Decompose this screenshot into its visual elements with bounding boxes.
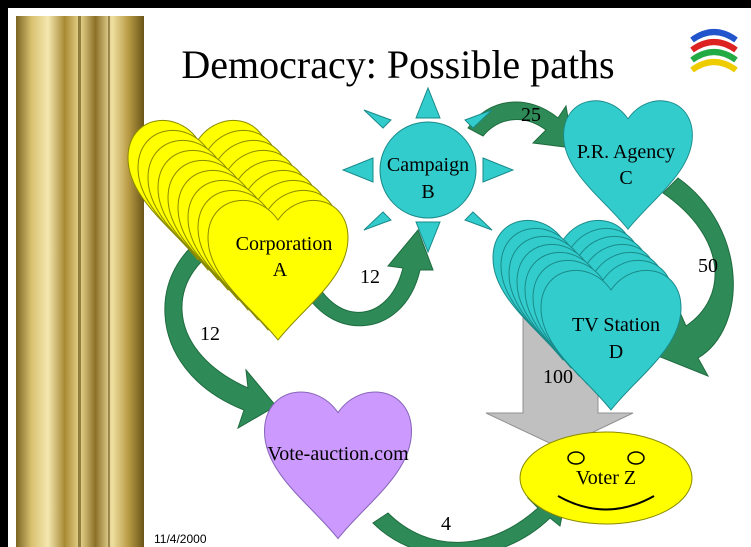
edge-corp-auction-label: 12 bbox=[200, 323, 220, 345]
voter-node bbox=[519, 431, 693, 525]
edge-campaign-pr-label: 25 bbox=[521, 104, 541, 126]
campaign-label: Campaign bbox=[387, 154, 469, 176]
pr-agency-label: P.R. Agency bbox=[577, 141, 675, 163]
arrow-corp-to-campaign bbox=[297, 229, 434, 327]
wto-logo-icon bbox=[690, 29, 738, 73]
edge-tv-voter-label: 100 bbox=[543, 366, 573, 388]
tv-station-letter: D bbox=[609, 341, 623, 363]
campaign-letter: B bbox=[421, 181, 434, 203]
arrow-pr-to-tv bbox=[657, 177, 734, 377]
pr-agency-letter: C bbox=[619, 167, 632, 189]
pr-agency-node bbox=[563, 100, 693, 230]
edge-corp-campaign-label: 12 bbox=[360, 266, 380, 288]
vote-auction-label: Vote-auction.com bbox=[267, 443, 409, 465]
diagram: Democracy: Possible paths Corporation A bbox=[16, 16, 738, 547]
slide: Democracy: Possible paths Corporation A bbox=[8, 8, 751, 547]
arrow-auction-to-voter bbox=[372, 485, 569, 547]
voter-label: Voter Z bbox=[576, 467, 636, 489]
campaign-node bbox=[341, 86, 515, 254]
corporation-node bbox=[127, 119, 349, 341]
arrow-corp-to-auction bbox=[164, 229, 277, 430]
pillar-decoration bbox=[16, 16, 144, 547]
tv-station-label: TV Station bbox=[572, 314, 660, 336]
slide-title: Democracy: Possible paths bbox=[181, 42, 614, 87]
edge-pr-tv-label: 50 bbox=[698, 255, 718, 277]
edge-auction-voter-label: 4 bbox=[441, 513, 451, 535]
slide-date: 11/4/2000 bbox=[154, 532, 207, 546]
corporation-label: Corporation bbox=[236, 233, 333, 255]
corporation-letter: A bbox=[273, 259, 288, 281]
